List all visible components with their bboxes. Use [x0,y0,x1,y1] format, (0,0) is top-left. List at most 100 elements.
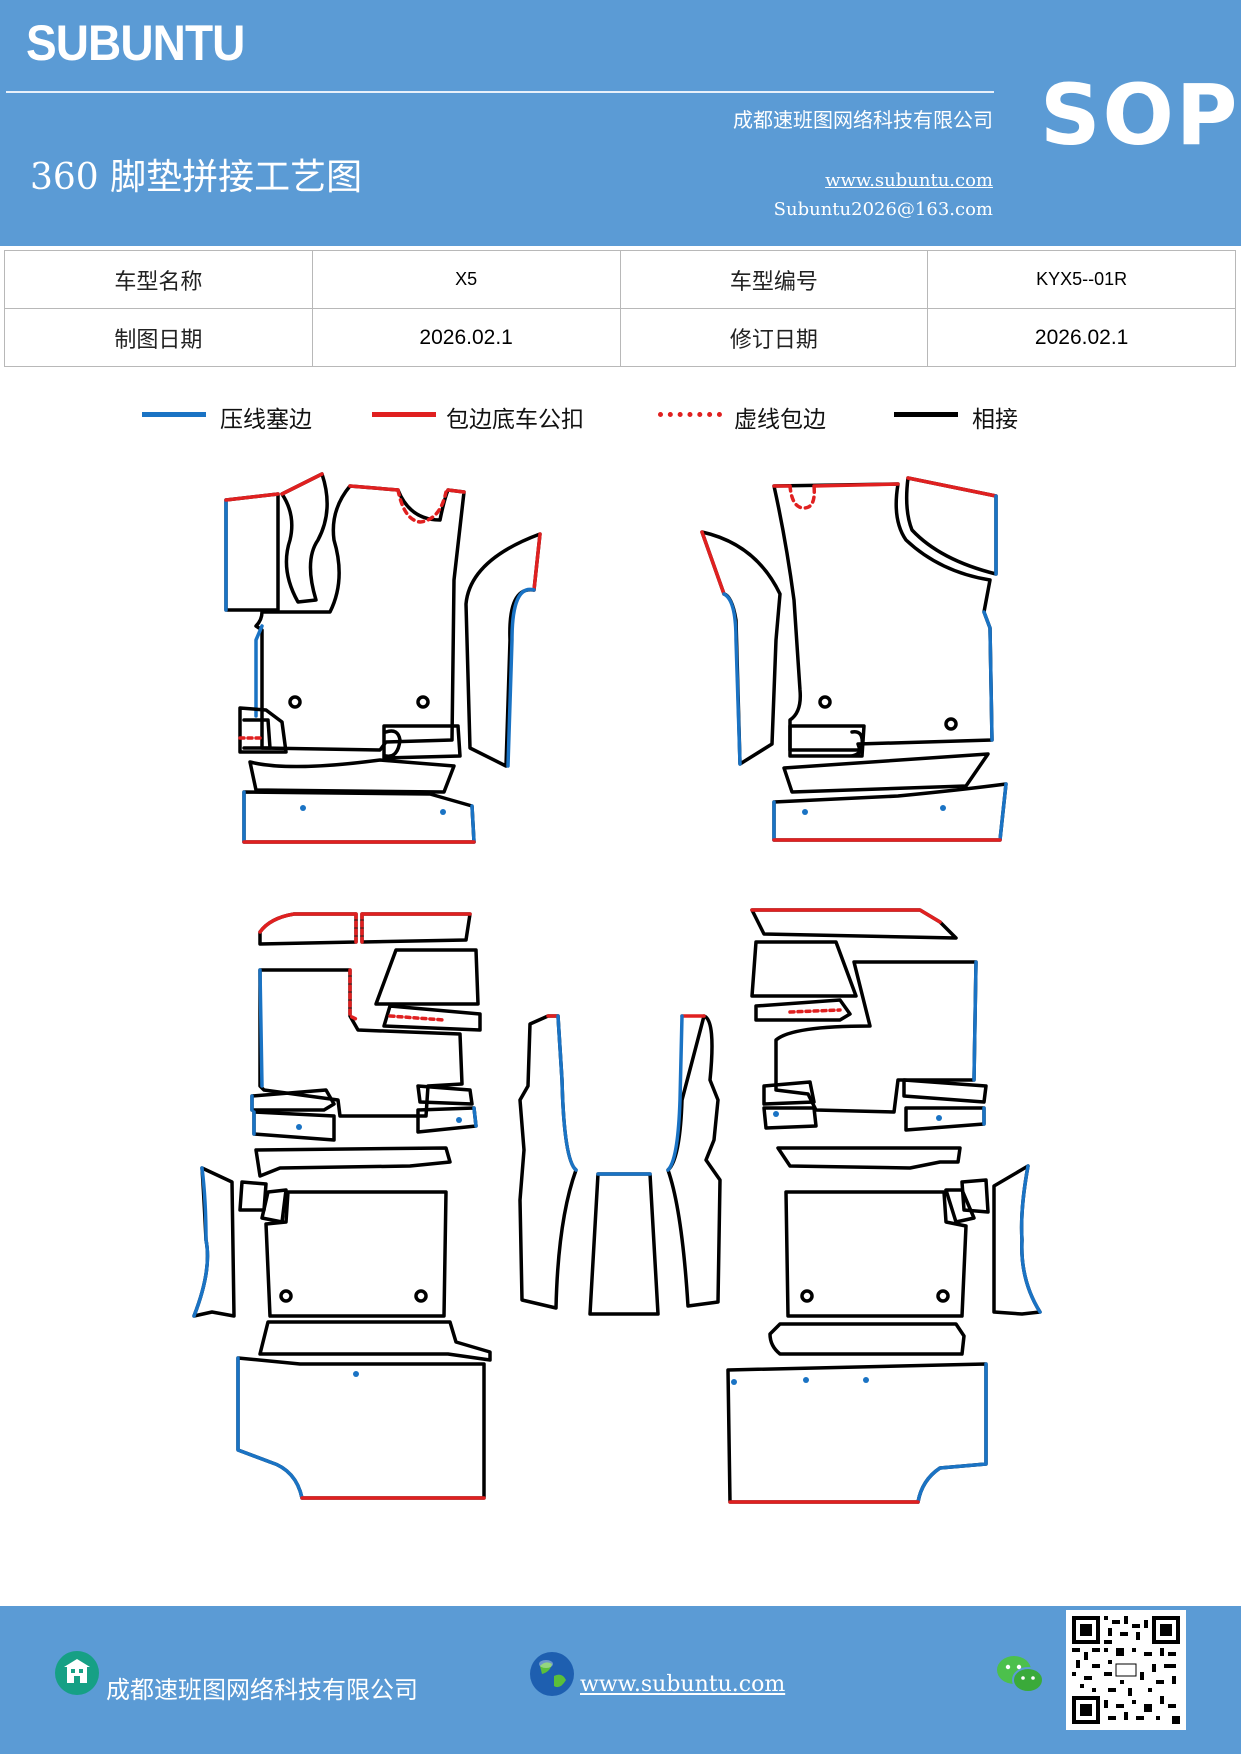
mat-piece [382,1004,482,1032]
mat-piece [800,1289,814,1303]
footer-company-name: 成都速班图网络科技有限公司 [106,1676,418,1704]
mat-piece [936,1115,942,1121]
legend-label: 包边底车公扣 [446,407,584,433]
front-left-mat-group [224,472,542,844]
mat-piece [300,805,306,811]
mat-piece [254,624,264,718]
mat-piece [788,1008,842,1014]
qr-code [1066,1610,1186,1730]
mat-piece [192,1166,210,1318]
mat-piece [904,1106,986,1132]
mat-piece [960,1178,990,1214]
mat-piece [224,492,280,502]
revision-date-value: 2026.02.1 [927,308,1236,367]
mat-piece [982,610,994,742]
front-right-mat-group [700,476,1008,842]
mat-piece [726,1362,988,1504]
mat-piece [224,492,280,612]
mat-piece [518,1014,578,1310]
mat-piece [236,1356,304,1500]
mat-piece [788,724,866,758]
rear-left-mat-group [192,912,492,1500]
mat-piece [258,912,358,934]
mat-piece [374,948,480,1006]
document-title: 360 脚垫拼接工艺图 [30,157,363,198]
mat-piece [416,1084,474,1106]
mat-piece [936,1289,950,1303]
legend-swatch-red-dotted [658,412,722,417]
mat-piece [788,484,817,510]
mat-piece [396,488,448,524]
mat-piece [731,1379,737,1385]
mat-piece [803,1377,809,1383]
mat-piece [666,1014,722,1308]
building-icon [55,1651,99,1695]
mat-piece [774,960,978,1114]
wechat-icon [997,1656,1044,1693]
mat-piece [296,1124,302,1130]
mat-piece [762,1080,816,1106]
model-name-label: 车型名称 [4,250,313,309]
mat-piece [782,752,990,794]
mat-piece [472,1106,478,1128]
mat-piece [750,940,858,998]
mat-piece [464,532,542,768]
mat-piece [250,1094,256,1136]
mat-piece [242,790,476,844]
mat-piece [972,960,978,1082]
email-address: Subuntu2026@163.com [773,199,993,220]
mat-piece [382,724,462,760]
mat-piece [280,472,324,496]
mat-piece [762,1106,818,1130]
mat-piece [772,482,900,488]
mat-piece [279,1289,293,1303]
mat-piece [772,782,1008,842]
header-divider [6,91,994,93]
mat-piece [904,476,998,576]
revision-date-label: 修订日期 [619,308,929,367]
legend-label: 相接 [972,407,1018,433]
model-code-value: KYX5--01R [927,250,1236,309]
mat-piece [818,695,832,709]
draw-date-label: 制图日期 [4,308,313,367]
mat-piece [260,1188,288,1224]
vehicle-info-table: 车型名称 X5 车型编号 KYX5--01R 制图日期 2026.02.1 修订… [4,250,1236,367]
mat-piece [254,484,466,752]
mat-piece [902,1078,988,1104]
page-footer: 成都速班图网络科技有限公司 www.subuntu.com [0,1606,1241,1754]
mat-piece [360,912,472,944]
mat-piece [556,1014,578,1172]
legend-label: 压线塞边 [220,407,312,433]
mat-piece [1019,1164,1042,1314]
mat-piece [750,908,942,924]
mat-piece [768,1322,966,1356]
mat-piece [666,1014,684,1172]
mat-piece [944,717,958,731]
table-row: 车型名称 X5 车型编号 KYX5--01R [4,250,1236,309]
globe-icon [530,1652,574,1696]
page-header: SUBUNTU 成都速班图网络科技有限公司 360 脚垫拼接工艺图 www.su… [0,0,1241,246]
legend-label: 虚线包边 [734,407,826,433]
company-name: 成都速班图网络科技有限公司 [733,108,993,132]
sop-badge: SOP [1040,66,1240,164]
mat-piece [776,1146,962,1170]
mat-piece [242,790,476,844]
website-link[interactable]: www.subuntu.com [825,170,993,191]
legend-swatch-black [894,412,958,417]
mat-piece [353,1371,359,1377]
mat-piece [754,998,852,1022]
mat-piece [258,968,264,1088]
mat-piece [802,809,808,815]
mat-piece [532,532,542,592]
mat-piece [258,1320,492,1362]
legend-swatch-red [372,412,436,417]
legend-swatch-blue [142,412,206,417]
mat-piece [944,1188,976,1224]
mat-piece [250,1088,336,1112]
footer-website-link[interactable]: www.subuntu.com [580,1672,786,1697]
mat-piece [773,1111,779,1117]
mat-piece [440,809,446,815]
draw-date-value: 2026.02.1 [311,308,621,367]
mat-piece [348,484,466,494]
mat-piece [414,1289,428,1303]
